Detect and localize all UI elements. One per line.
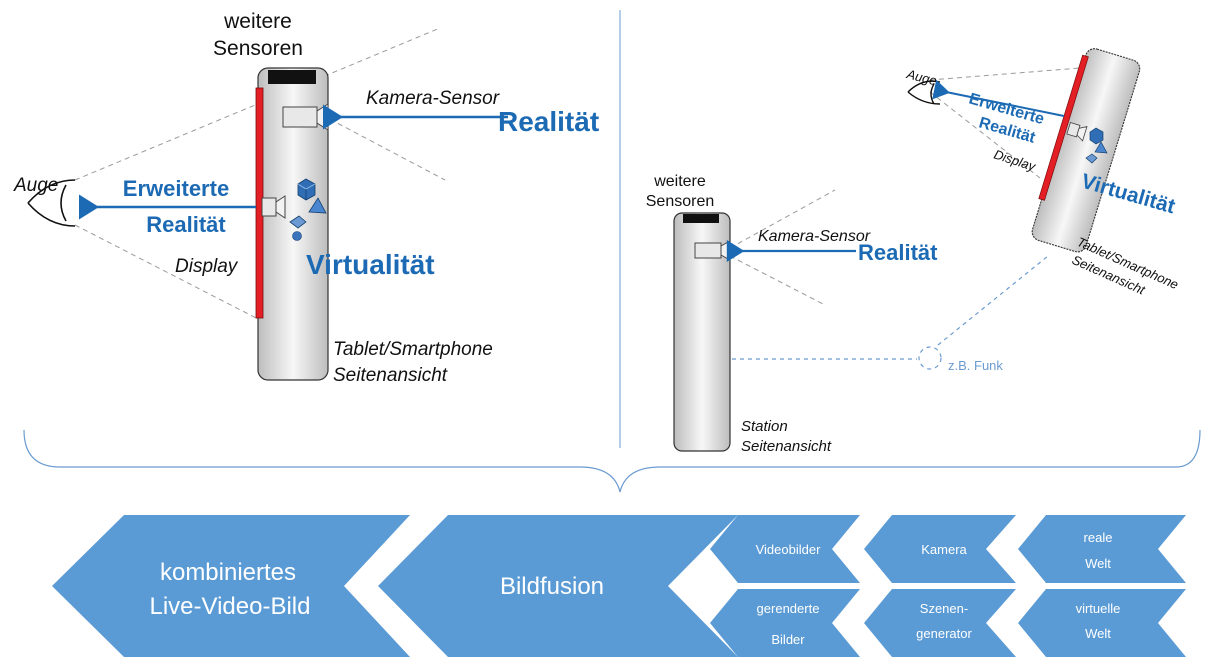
grouping-brace xyxy=(23,429,1201,493)
tilted-virtual-objects-icon xyxy=(1085,127,1108,164)
tilted-tablet-body xyxy=(1031,48,1141,253)
eye-label: Auge xyxy=(13,175,58,196)
station-view-lines xyxy=(729,189,836,306)
tilted-display-label: Display xyxy=(992,147,1039,175)
welt-label: Welt xyxy=(1085,556,1111,571)
station-label-line2: Seitenansicht xyxy=(741,438,832,455)
gerenderte-chevron xyxy=(710,589,860,657)
result-chevron xyxy=(52,515,410,657)
virtuelle-label: virtuelle xyxy=(1076,601,1121,616)
reality-label: Realität xyxy=(498,106,599,137)
gerenderte-label: gerenderte xyxy=(757,601,820,616)
augmented-label-line2: Realität xyxy=(146,212,226,237)
station-device xyxy=(673,212,731,452)
virtual-camera-icon xyxy=(261,195,286,219)
generator-label: generator xyxy=(916,626,972,641)
tilted-eye-label: Auge xyxy=(904,66,938,88)
process-chain: kombiniertes Live-Video-Bild Bildfusion … xyxy=(52,515,1186,657)
device-label-line2: Seitenansicht xyxy=(333,365,448,386)
display-label: Display xyxy=(175,256,239,277)
station-label-line1: Station xyxy=(741,418,788,435)
station-sensors-line2: Sensoren xyxy=(646,193,715,210)
bilder-label: Bilder xyxy=(771,632,805,647)
fusion-label: Bildfusion xyxy=(500,573,604,600)
szenen-label: Szenen- xyxy=(920,601,968,616)
augmented-label-line1: Erweiterte xyxy=(123,176,229,201)
videobilder-chevron xyxy=(710,515,860,583)
station-camera-icon xyxy=(694,240,731,261)
videobilder-label: Videobilder xyxy=(756,542,821,557)
reale-label: reale xyxy=(1084,530,1113,545)
fusion-chevron xyxy=(378,515,738,657)
radio-link xyxy=(732,255,1049,370)
tilted-camera-icon xyxy=(1066,122,1088,142)
szenen-chevron xyxy=(864,589,1016,657)
radio-label: z.B. Funk xyxy=(948,358,1003,373)
tilted-augmented-arrow xyxy=(932,79,1065,117)
station-reality-label: Realität xyxy=(858,240,938,265)
camera-icon xyxy=(282,103,329,131)
reale-welt-chevron xyxy=(1018,515,1186,583)
station-sensors-line1: weitere xyxy=(653,173,706,190)
station-sensor-block xyxy=(683,214,719,223)
result-label-line1: kombiniertes xyxy=(160,559,296,586)
virtuality-label: Virtualität xyxy=(306,249,435,280)
kamera-chevron xyxy=(864,515,1016,583)
virtual-objects-icon xyxy=(289,178,327,241)
station-camera-label: Kamera-Sensor xyxy=(758,228,871,245)
sensors-label-line2: Sensoren xyxy=(213,37,303,60)
camera-sensor-label: Kamera-Sensor xyxy=(366,88,500,109)
left-panel: weitere Sensoren Kamera-Sensor Realität … xyxy=(13,10,599,386)
virtuelle-welt-label: Welt xyxy=(1085,626,1111,641)
kamera-label: Kamera xyxy=(921,542,967,557)
eye-icon xyxy=(27,179,76,227)
virtuelle-welt-chevron xyxy=(1018,589,1186,657)
result-label-line2: Live-Video-Bild xyxy=(150,593,311,620)
right-panel: weitere Sensoren Kamera-Sensor Realität … xyxy=(646,48,1181,455)
device-label-line1: Tablet/Smartphone xyxy=(333,339,493,360)
sensors-label-line1: weitere xyxy=(223,10,292,33)
extra-sensor-block xyxy=(268,70,316,84)
tilted-display-bar xyxy=(1038,54,1089,201)
tilted-tablet: Auge Erweiterte Realität Display Virtual… xyxy=(904,48,1181,298)
